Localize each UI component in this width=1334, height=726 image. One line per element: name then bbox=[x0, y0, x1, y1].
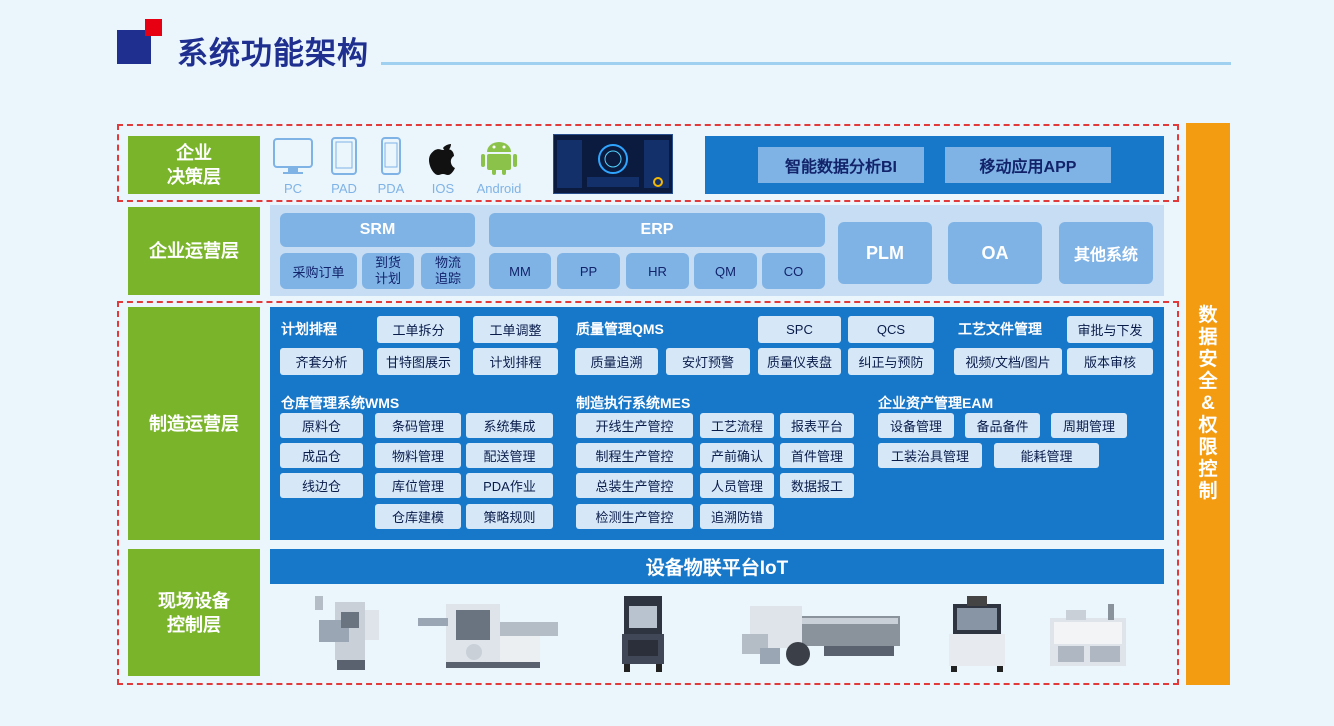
layer-label-field: 现场设备 控制层 bbox=[128, 549, 260, 676]
mes-item: 检测生产管控 bbox=[576, 504, 693, 529]
device-label: Android bbox=[476, 181, 522, 196]
machine-image bbox=[618, 594, 668, 674]
erp-item-mm: MM bbox=[489, 253, 551, 289]
mobile-app-button[interactable]: 移动应用APP bbox=[945, 147, 1111, 183]
craft-item: 审批与下发 bbox=[1067, 316, 1153, 343]
mes-item: 制程生产管控 bbox=[576, 443, 693, 468]
machine-image bbox=[740, 600, 902, 670]
mes-item: 报表平台 bbox=[780, 413, 854, 438]
mes-heading: 制造执行系统MES bbox=[576, 395, 691, 411]
craft-item: 版本审核 bbox=[1067, 348, 1153, 375]
wms-item: PDA作业 bbox=[466, 473, 553, 498]
monitor-icon bbox=[273, 138, 313, 174]
plan-item: 甘特图展示 bbox=[377, 348, 460, 375]
plan-item: 齐套分析 bbox=[280, 348, 363, 375]
qms-item: QCS bbox=[848, 316, 934, 343]
tablet-icon bbox=[331, 137, 357, 175]
erp-item-co: CO bbox=[762, 253, 825, 289]
plm-box: PLM bbox=[838, 222, 932, 284]
wms-item: 原料仓 bbox=[280, 413, 363, 438]
erp-item-pp: PP bbox=[557, 253, 620, 289]
erp-header: ERP bbox=[489, 213, 825, 247]
eam-item: 备品备件 bbox=[965, 413, 1040, 438]
mes-item: 产前确认 bbox=[700, 443, 774, 468]
wms-item: 成品仓 bbox=[280, 443, 363, 468]
wms-item: 仓库建模 bbox=[375, 504, 461, 529]
qms-item: 质量仪表盘 bbox=[758, 348, 841, 375]
eam-item: 周期管理 bbox=[1051, 413, 1127, 438]
eam-heading: 企业资产管理EAM bbox=[878, 395, 994, 411]
bi-button[interactable]: 智能数据分析BI bbox=[758, 147, 924, 183]
device-pda: PDA bbox=[374, 136, 408, 196]
mes-item: 工艺流程 bbox=[700, 413, 774, 438]
eam-item: 工装治具管理 bbox=[878, 443, 982, 468]
data-security-sidebar: 数 据 安 全 & 权 限 控 制 bbox=[1186, 123, 1230, 685]
decision-frame bbox=[117, 124, 1179, 202]
plan-item: 工单调整 bbox=[473, 316, 558, 343]
qms-item: 质量追溯 bbox=[575, 348, 658, 375]
mes-item: 开线生产管控 bbox=[576, 413, 693, 438]
apple-icon bbox=[429, 144, 455, 175]
device-label: PAD bbox=[331, 181, 357, 196]
machine-image bbox=[416, 596, 560, 672]
srm-item-arrival-plan: 到货 计划 bbox=[362, 253, 414, 289]
page-title: 系统功能架构 bbox=[177, 36, 369, 71]
dashboard-screenshot bbox=[553, 134, 673, 194]
craft-item: 视频/文档/图片 bbox=[954, 348, 1062, 375]
plan-item: 工单拆分 bbox=[377, 316, 460, 343]
plan-item: 计划排程 bbox=[473, 348, 558, 375]
wms-item: 系统集成 bbox=[466, 413, 553, 438]
mes-item: 首件管理 bbox=[780, 443, 854, 468]
mes-item: 数据报工 bbox=[780, 473, 854, 498]
craft-heading: 工艺文件管理 bbox=[958, 321, 1042, 337]
other-systems-box: 其他系统 bbox=[1059, 222, 1153, 284]
mes-item: 人员管理 bbox=[700, 473, 774, 498]
wms-item: 策略规则 bbox=[466, 504, 553, 529]
eam-item: 能耗管理 bbox=[994, 443, 1099, 468]
wms-item: 配送管理 bbox=[466, 443, 553, 468]
srm-item-purchase-order: 采购订单 bbox=[280, 253, 357, 289]
qms-item: 安灯预警 bbox=[666, 348, 750, 375]
wms-item: 线边仓 bbox=[280, 473, 363, 498]
machine-image bbox=[307, 592, 384, 672]
qms-item: SPC bbox=[758, 316, 841, 343]
device-ios: IOS bbox=[423, 136, 463, 196]
device-pc: PC bbox=[272, 136, 314, 196]
mes-item: 追溯防错 bbox=[700, 504, 774, 529]
wms-item: 条码管理 bbox=[375, 413, 461, 438]
srm-header: SRM bbox=[280, 213, 475, 247]
oa-box: OA bbox=[948, 222, 1042, 284]
title-underline bbox=[381, 62, 1231, 65]
android-icon bbox=[481, 142, 517, 175]
wms-heading: 仓库管理系统WMS bbox=[281, 395, 400, 411]
mfg-field-frame bbox=[117, 301, 1179, 685]
wms-item: 物料管理 bbox=[375, 443, 461, 468]
device-pad: PAD bbox=[327, 136, 361, 196]
wms-item: 库位管理 bbox=[375, 473, 461, 498]
machine-image bbox=[945, 594, 1009, 674]
device-label: PC bbox=[283, 181, 303, 196]
layer-label-decision: 企业 决策层 bbox=[128, 136, 260, 194]
device-label: IOS bbox=[431, 181, 455, 196]
qms-item: 纠正与预防 bbox=[848, 348, 934, 375]
qms-heading: 质量管理QMS bbox=[576, 321, 664, 337]
title-logo-accent bbox=[145, 19, 162, 36]
mes-item: 总装生产管控 bbox=[576, 473, 693, 498]
erp-item-hr: HR bbox=[626, 253, 689, 289]
erp-item-qm: QM bbox=[694, 253, 757, 289]
iot-platform-bar: 设备物联平台IoT bbox=[270, 549, 1164, 584]
device-label: PDA bbox=[377, 181, 405, 196]
device-android: Android bbox=[472, 136, 526, 196]
srm-item-logistics: 物流 追踪 bbox=[421, 253, 475, 289]
machine-image bbox=[1046, 600, 1130, 672]
layer-label-manufacturing: 制造运营层 bbox=[128, 307, 260, 540]
eam-item: 设备管理 bbox=[878, 413, 954, 438]
phone-icon bbox=[381, 137, 401, 175]
plan-heading: 计划排程 bbox=[281, 321, 337, 337]
layer-label-operations: 企业运营层 bbox=[128, 207, 260, 295]
